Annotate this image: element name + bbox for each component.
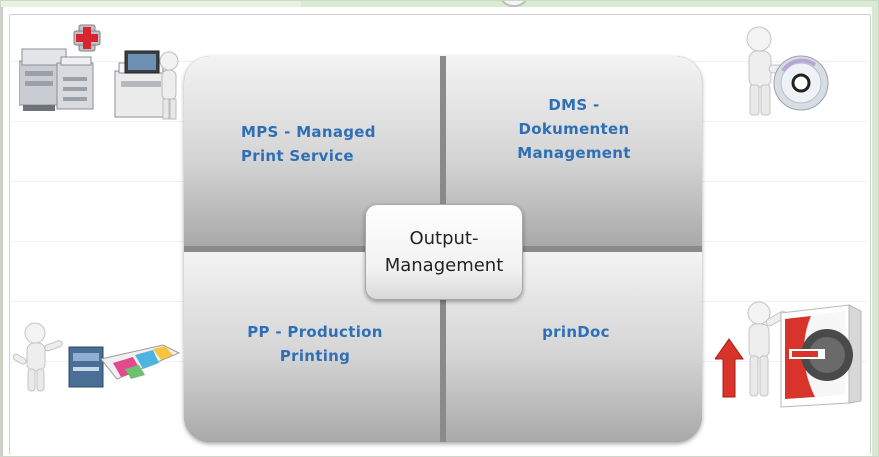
quadrant-pp-label: PP - Production Printing: [247, 323, 383, 365]
quadrant-dms-label: DMS - Dokumenten Management: [517, 96, 631, 162]
prindoc-software-box-icon: [715, 301, 862, 408]
top-bar: [1, 1, 878, 7]
top-tab: [1, 1, 301, 7]
center-label: Output- Management: [384, 228, 504, 276]
quadrant-prindoc-label: prinDoc: [542, 323, 610, 341]
right-border: [872, 7, 878, 456]
quadrant-mps-label: MPS - Managed Print Service: [241, 123, 376, 165]
left-border: [1, 7, 3, 456]
top-ring: [499, 1, 529, 7]
center-box: Output- Management: [365, 204, 523, 300]
printer-service-icon: [19, 24, 179, 120]
person-with-disc-icon: [746, 26, 829, 116]
person-with-production-printer-icon: [13, 322, 181, 392]
